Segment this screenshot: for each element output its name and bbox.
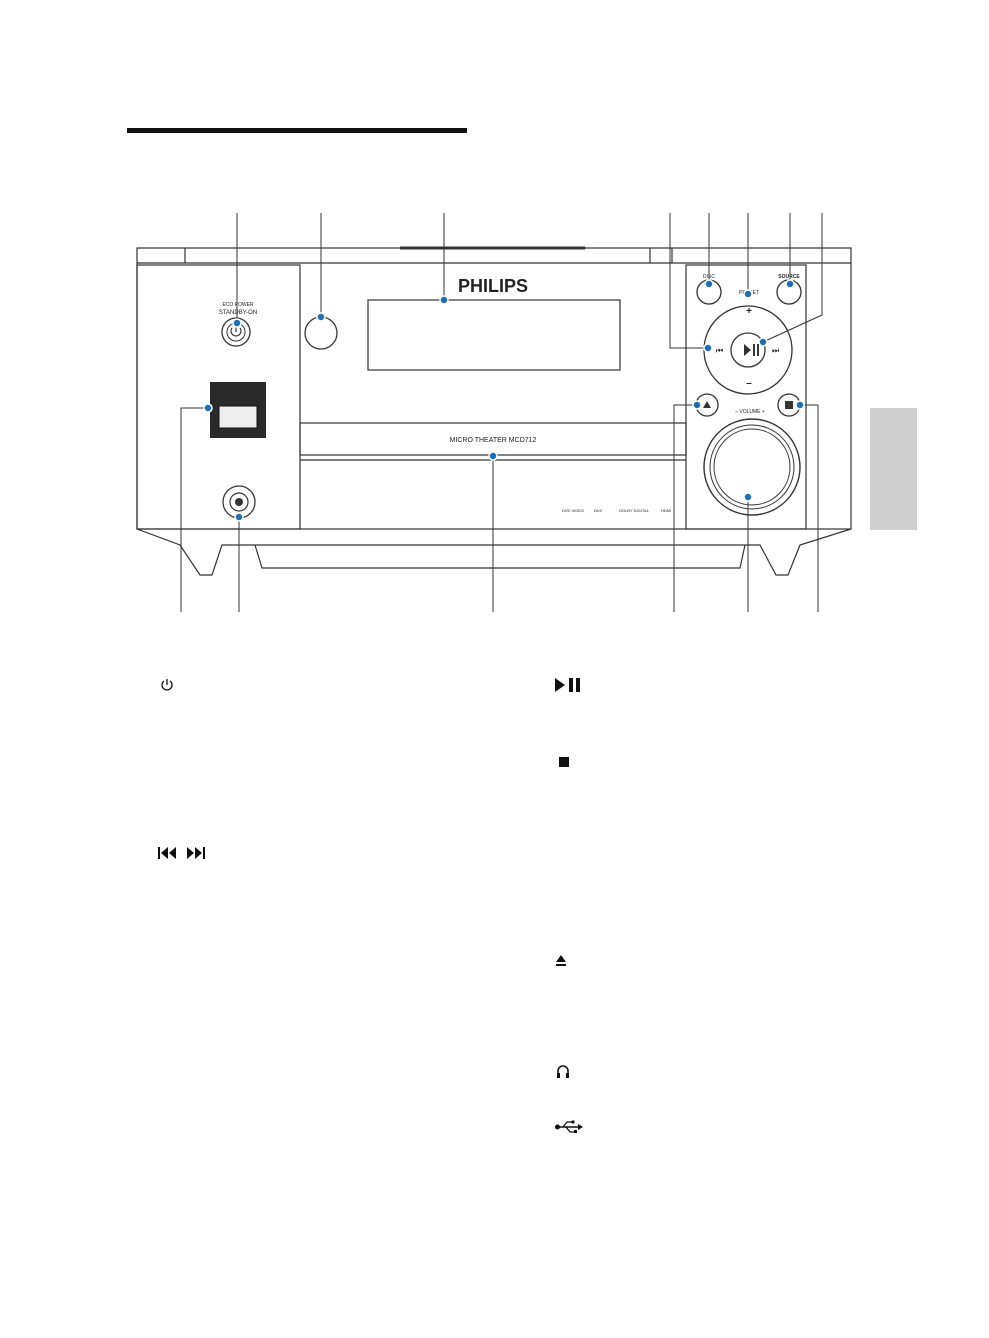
callout-dot: [785, 279, 795, 289]
logo-hdmi: HDMI: [661, 508, 671, 513]
eject-icon: [556, 955, 566, 966]
source-label: SOURCE: [778, 274, 800, 280]
preset-plus: +: [746, 306, 752, 317]
section-tab: [870, 408, 917, 530]
callout-dot: [743, 492, 753, 502]
stop-icon: [559, 757, 569, 767]
logo-dvd: DVD VIDEO: [562, 508, 584, 513]
svg-text:⏭: ⏭: [772, 346, 779, 355]
title-rule: [127, 128, 467, 133]
model-label: MICRO THEATER MCD712: [450, 437, 537, 444]
svg-text:⏮: ⏮: [716, 346, 723, 355]
eco-power-label: ECO POWER: [222, 302, 254, 308]
power-icon: [161, 679, 173, 691]
standby-button: [221, 317, 251, 347]
callout-dot: [232, 318, 242, 328]
callout-dot: [703, 343, 713, 353]
headphones-icon: [557, 1065, 569, 1078]
prev-next-icon: [158, 847, 205, 859]
callout-dot: [234, 512, 244, 522]
volume-knob: [703, 418, 801, 516]
logo-dolby: DOLBY DIGITAL: [619, 508, 650, 513]
callout-dot: [758, 337, 768, 347]
usb-icon: [555, 1120, 583, 1133]
play-pause-icon: [555, 678, 580, 692]
callout-dot: [316, 312, 326, 322]
callout-dot: [743, 289, 753, 299]
callout-dot: [795, 400, 805, 410]
callout-dot: [488, 451, 498, 461]
callout-dot: [692, 400, 702, 410]
play-pause-button: [730, 332, 766, 368]
ir-sensor: [304, 316, 338, 350]
preset-minus: –: [746, 378, 752, 389]
callout-dot: [704, 279, 714, 289]
display-window: [367, 299, 621, 371]
standby-label: STANDBY-ON: [219, 310, 257, 316]
volume-label: – VOLUME +: [735, 409, 765, 415]
callout-dot: [203, 403, 213, 413]
callout-dot: [439, 295, 449, 305]
brand-logo: PHILIPS: [458, 276, 528, 296]
logo-divx: DivX: [594, 508, 603, 513]
